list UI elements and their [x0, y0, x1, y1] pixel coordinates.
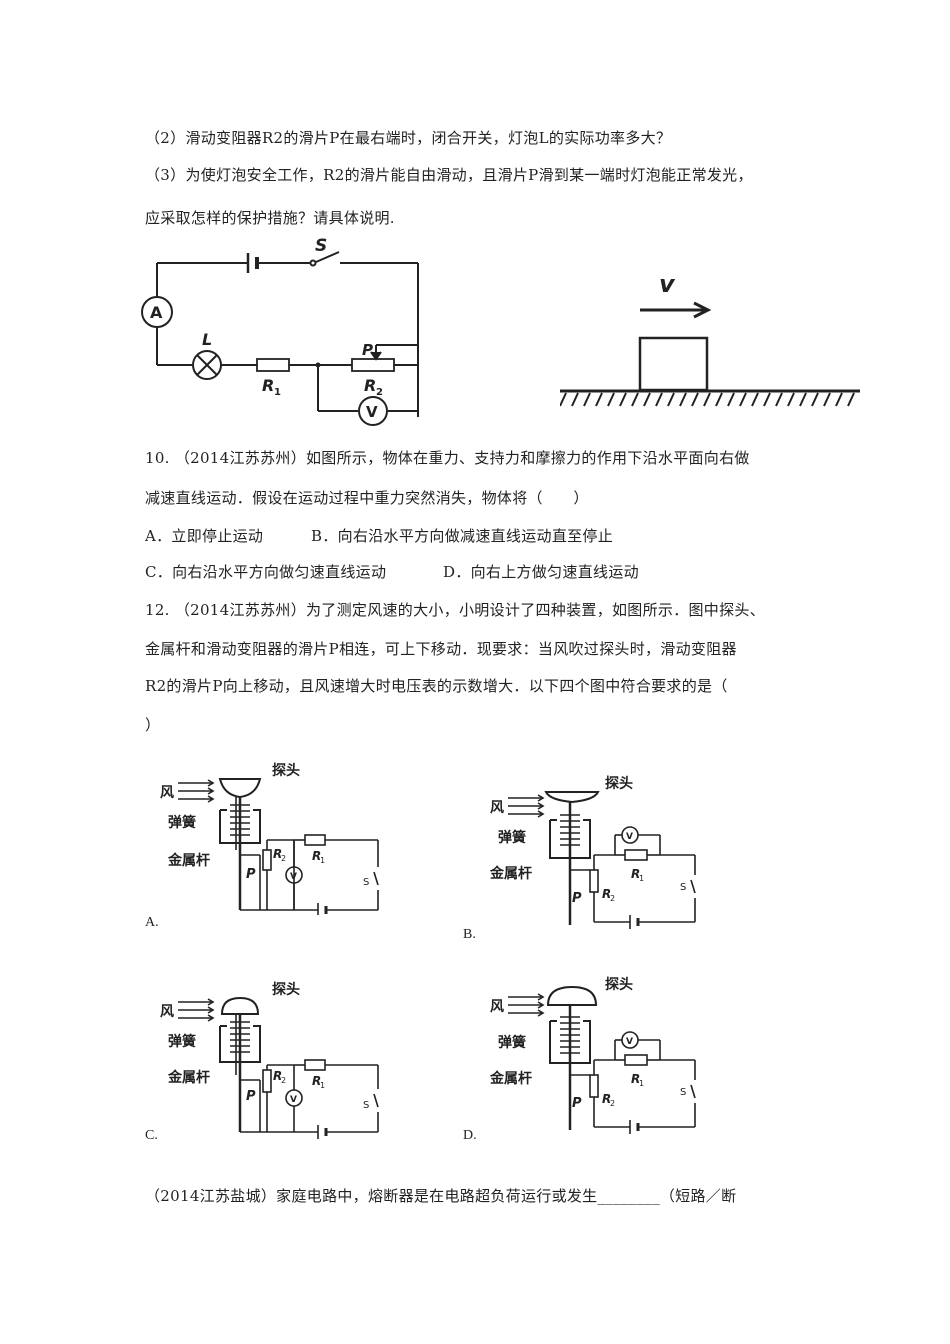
- slider-p-label: P: [362, 341, 373, 359]
- option-b-label: B.: [463, 927, 476, 942]
- ground-hatching: [560, 392, 855, 407]
- q10-line1: 10. （2014江苏苏州）如图所示，物体在重力、支持力和摩擦力的作用下沿水平面…: [145, 449, 750, 467]
- wind-label: 风: [490, 999, 504, 1015]
- switch-label: S: [680, 882, 686, 893]
- slider-p-label: P: [246, 1089, 256, 1104]
- probe-label: 探头: [272, 762, 300, 779]
- r1-label: R: [631, 1072, 640, 1086]
- option-a-label: A.: [145, 915, 159, 930]
- voltmeter-label: V: [626, 832, 633, 842]
- r1-label: R: [312, 1074, 321, 1088]
- r2-label: R: [602, 1092, 611, 1106]
- wind-label: 风: [160, 785, 174, 801]
- switch-label: S: [363, 1100, 369, 1111]
- q10-option-c: C．向右沿水平方向做匀速直线运动: [145, 563, 387, 581]
- ammeter-label: A: [150, 303, 163, 322]
- r2-label: R: [273, 847, 282, 861]
- switch-label: S: [363, 877, 369, 888]
- q12-line1: 12. （2014江苏苏州）为了测定风速的大小，小明设计了四种装置，如图所示．图…: [145, 601, 766, 619]
- motion-diagram: v: [560, 270, 860, 407]
- r1-label: R: [631, 867, 640, 881]
- q9-part2: （2）滑动变阻器R2的滑片P在最右端时，闭合开关，灯泡L的实际功率多大？: [145, 129, 672, 147]
- r2-sub: 2: [376, 387, 383, 398]
- rod-label: 金属杆: [167, 1069, 210, 1086]
- q-last-line1: （2014江苏盐城）家庭电路中，熔断器是在电路超负荷运行或发生________（…: [145, 1187, 737, 1205]
- spring-label: 弹簧: [168, 1033, 196, 1050]
- r2-sub: 2: [610, 894, 615, 903]
- r1-sub: 1: [320, 856, 325, 865]
- voltmeter-label: V: [366, 403, 378, 421]
- wind-label: 风: [160, 1004, 174, 1020]
- probe-label: 探头: [272, 981, 300, 998]
- slider-p-label: P: [572, 1096, 582, 1111]
- q10-option-a: A．立即停止运动: [145, 527, 264, 545]
- circuit-diagram-1: S A L R 1 R 2 P V: [140, 235, 430, 435]
- velocity-label: v: [659, 270, 676, 298]
- wind-label: 风: [490, 800, 504, 816]
- q10-line2: 减速直线运动．假设在运动过程中重力突然消失，物体将（ ）: [145, 489, 589, 507]
- spring-label: 弹簧: [498, 829, 526, 846]
- wind-device-a: 风 探头 弹簧 金属杆 P R 2 R 1 V S: [160, 762, 379, 915]
- switch-label: S: [315, 236, 327, 256]
- r1-label: R: [262, 376, 274, 395]
- rod-label: 金属杆: [167, 852, 210, 869]
- r2-label: R: [364, 376, 376, 395]
- q9-part3-line2: 应采取怎样的保护措施？请具体说明.: [145, 209, 395, 227]
- r1-sub: 1: [639, 1079, 644, 1088]
- q12-line2: 金属杆和滑动变阻器的滑片P相连，可上下移动．现要求：当风吹过探头时，滑动变阻器: [145, 640, 737, 658]
- wind-device-b: 风 探头 弹簧 金属杆 P R 2 R 1 V S: [490, 775, 696, 929]
- r2-label: R: [602, 887, 611, 901]
- slider-p-label: P: [572, 891, 582, 906]
- q10-option-b: B．向右沿水平方向做减速直线运动直至停止: [311, 527, 614, 545]
- wind-device-c: 风 探头 弹簧 金属杆 P R 2 R 1 V S: [160, 981, 379, 1139]
- rod-label: 金属杆: [490, 865, 532, 882]
- option-d-label: D.: [463, 1128, 477, 1143]
- voltmeter-label: V: [290, 872, 297, 882]
- r1-label: R: [312, 849, 321, 863]
- lamp-label: L: [202, 330, 212, 349]
- q10-option-d: D．向右上方做匀速直线运动: [443, 563, 639, 581]
- spring-label: 弹簧: [168, 814, 196, 831]
- q9-part3-line1: （3）为使灯泡安全工作，R2的滑片能自由滑动，且滑片P滑到某一端时灯泡能正常发光…: [145, 166, 753, 184]
- voltmeter-label: V: [290, 1095, 297, 1105]
- voltmeter-label: V: [626, 1037, 633, 1047]
- r2-sub: 2: [281, 854, 286, 863]
- r2-sub: 2: [281, 1076, 286, 1085]
- probe-label: 探头: [605, 775, 633, 792]
- spring-label: 弹簧: [498, 1034, 526, 1051]
- r2-sub: 2: [610, 1099, 615, 1108]
- r1-sub: 1: [320, 1081, 325, 1090]
- q12-line4: ）: [145, 716, 161, 734]
- r2-label: R: [273, 1069, 282, 1083]
- slider-p-label: P: [246, 867, 256, 882]
- rod-label: 金属杆: [490, 1070, 532, 1087]
- option-c-label: C.: [145, 1128, 158, 1143]
- probe-label: 探头: [605, 976, 633, 993]
- r1-sub: 1: [274, 387, 281, 398]
- q12-line3: R2的滑片P向上移动，且风速增大时电压表的示数增大．以下四个图中符合要求的是（: [145, 677, 728, 695]
- wind-device-d: 风 探头 弹簧 金属杆 P R 2 R 1 V S: [490, 976, 696, 1134]
- r1-sub: 1: [639, 874, 644, 883]
- switch-label: S: [680, 1087, 686, 1098]
